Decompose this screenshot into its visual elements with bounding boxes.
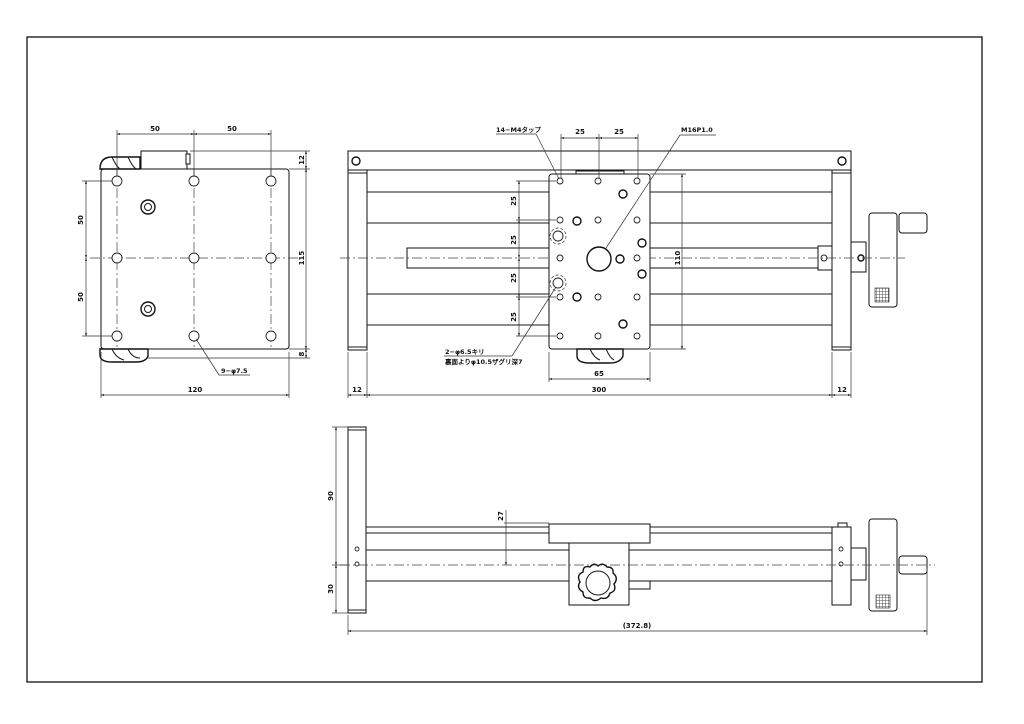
dim-top-v4: 25 (510, 312, 518, 322)
dim-top-left-end: 12 (352, 386, 362, 394)
dim-side-vert-upper: 50 (77, 215, 85, 225)
dim-top-carriage-width: 65 (594, 370, 604, 378)
dim-top-pitch-1: 25 (575, 128, 585, 136)
counterbore-hole (552, 230, 564, 242)
note-holes: 9−φ7.5 (221, 367, 248, 375)
front-carriage (548, 523, 651, 544)
dim-side-height-top: 12 (298, 155, 306, 165)
note-screw: M16P1.0 (681, 126, 713, 134)
hole (188, 330, 200, 342)
dim-top-v1: 25 (510, 196, 518, 206)
tap-holes (556, 177, 641, 340)
knob-top-detail (111, 156, 137, 170)
dim-front-upper-height: 90 (327, 491, 335, 501)
hole (111, 252, 123, 264)
knob-top (99, 156, 141, 170)
knurl-pattern (874, 287, 890, 303)
m16-bore (586, 246, 612, 272)
dim-front-lower-height: 30 (327, 584, 335, 594)
dim-top-v2: 25 (510, 235, 518, 245)
top-block (140, 150, 188, 170)
dim-side-vert-lower: 50 (77, 292, 85, 302)
top-block-cap (185, 153, 191, 165)
end-plate-left (347, 169, 368, 351)
dim-side-total-height: 115 (298, 251, 306, 266)
end-screw (837, 156, 847, 166)
front-carriage-body (568, 542, 630, 606)
hole (265, 252, 277, 264)
handle-grip (898, 212, 928, 234)
dim-side-top-right: 50 (227, 125, 237, 133)
hex-socket (144, 305, 152, 313)
bolt-heads (572, 189, 647, 329)
front-end-plate-left (347, 426, 367, 614)
hex-screw (140, 301, 156, 317)
note-tap: 14−M4タップ (496, 125, 541, 134)
hole (265, 330, 277, 342)
hex-screw (140, 199, 156, 215)
dim-side-top-left: 50 (150, 125, 160, 133)
dim-side-bottom-offset: 8 (298, 351, 306, 356)
top-view: 25 25 14−M4タップ M16P1.0 25 25 25 25 110 2… (340, 125, 928, 398)
dim-top-travel-length: 300 (592, 386, 607, 394)
front-view: 90 30 27 (372.8) (327, 426, 935, 635)
dim-front-offset: 27 (497, 511, 505, 521)
drawing-frame (26, 36, 983, 683)
hole (188, 175, 200, 187)
hex-socket (144, 203, 152, 211)
carriage-knob (576, 348, 624, 364)
dim-top-pitch-2: 25 (614, 128, 624, 136)
counterbore-hole (552, 277, 564, 289)
top-bar (347, 150, 852, 171)
note-counterbore-2: 裏面よりφ10.5ザグリ深7 (444, 357, 523, 366)
note-counterbore-1: 2−φ6.5キリ (445, 348, 485, 356)
hole (188, 252, 200, 264)
dim-front-overall-length: (372.8) (623, 622, 652, 630)
star-knob (577, 563, 617, 602)
knob-bottom-detail (111, 348, 141, 361)
side-view: 50 50 50 50 12 115 8 120 9−φ7.5 (77, 125, 310, 398)
dim-top-v3: 25 (510, 273, 518, 283)
knob-bottom (99, 348, 149, 363)
carriage (548, 173, 651, 350)
hole (111, 330, 123, 342)
dim-side-width: 120 (188, 386, 203, 394)
dim-top-carriage-height: 110 (674, 251, 682, 266)
hole (265, 175, 277, 187)
dim-top-right-end: 12 (837, 386, 847, 394)
end-screw (351, 156, 361, 166)
hole (111, 175, 123, 187)
handwheel (868, 212, 898, 308)
front-hub (850, 547, 867, 581)
end-plate-right (831, 169, 852, 351)
